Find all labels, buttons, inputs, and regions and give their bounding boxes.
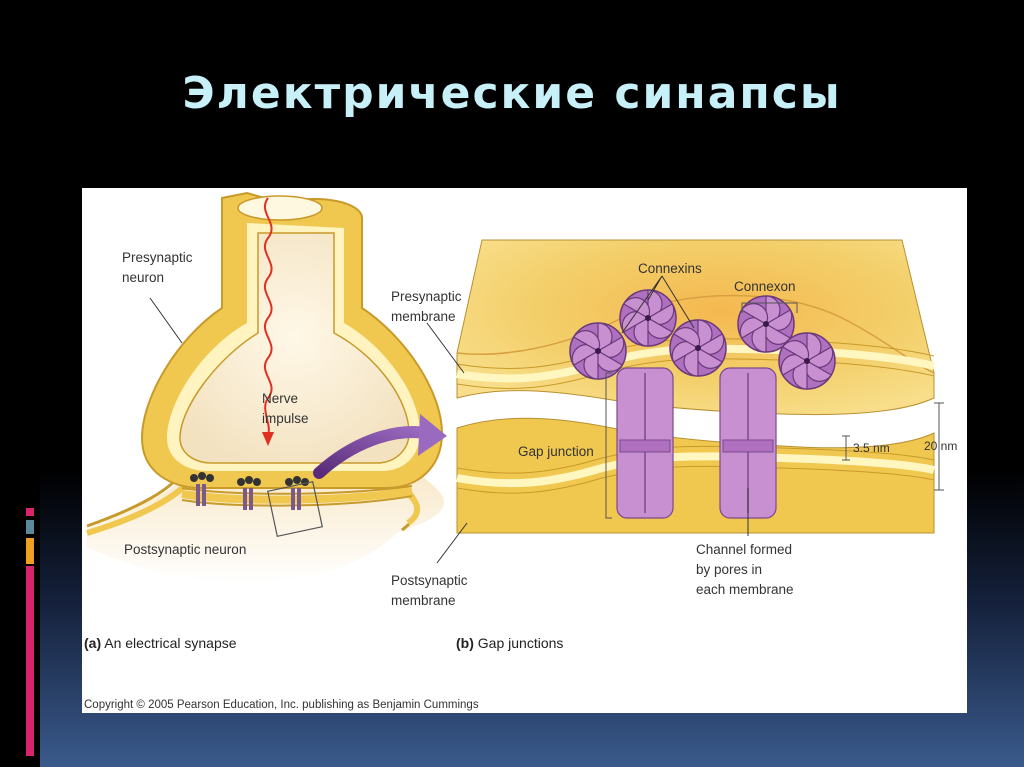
label-presynaptic-membrane-1: Presynaptic xyxy=(391,289,462,304)
gap-junction-bracket xyxy=(605,372,612,519)
label-postsynaptic-neuron: Postsynaptic neuron xyxy=(124,542,246,557)
postsynaptic-membrane-block xyxy=(456,417,935,534)
label-channel-formed-2: by pores in xyxy=(696,562,762,577)
label-connexins: Connexins xyxy=(638,261,702,276)
side-mark-teal xyxy=(26,520,34,534)
copyright: Copyright © 2005 Pearson Education, Inc.… xyxy=(84,699,479,711)
gap-junction-diagram: Presynaptic neuron Nerve impulse Postsyn… xyxy=(84,191,957,711)
connexon-bracket xyxy=(741,302,798,313)
caption-b-text: Gap junctions xyxy=(478,635,564,651)
label-channel-formed-3: each membrane xyxy=(696,582,794,597)
side-mark-pink-top xyxy=(26,508,34,516)
caption-b: (b) Gap junctions xyxy=(456,635,563,651)
gap-bracket xyxy=(842,435,850,461)
diagram-panel: Presynaptic neuron Nerve impulse Postsyn… xyxy=(82,188,967,713)
label-nerve-impulse-2: impulse xyxy=(262,411,309,426)
side-mark-pink-long xyxy=(26,566,34,756)
side-mark-orange xyxy=(26,538,34,564)
channel-pillar-left xyxy=(616,367,674,519)
small-gap-junction-clusters xyxy=(190,472,323,537)
label-presynaptic-neuron-2: neuron xyxy=(122,270,164,285)
zoom-arrowhead xyxy=(418,414,447,456)
label-gap-width: 3.5 nm xyxy=(853,441,890,455)
caption-a: (a) An electrical synapse xyxy=(84,635,237,651)
label-channel-formed-1: Channel formed xyxy=(696,542,792,557)
total-bracket xyxy=(934,402,944,491)
label-presynaptic-membrane-2: membrane xyxy=(391,309,456,324)
label-presynaptic-neuron-1: Presynaptic xyxy=(122,250,193,265)
label-nerve-impulse-1: Nerve xyxy=(262,391,298,406)
caption-a-letter: (a) xyxy=(84,635,101,651)
label-connexon: Connexon xyxy=(734,279,796,294)
label-gap-junction: Gap junction xyxy=(518,444,594,459)
label-postsynaptic-membrane-1: Postsynaptic xyxy=(391,573,468,588)
caption-a-text: An electrical synapse xyxy=(104,635,237,651)
zoom-arrow xyxy=(313,426,433,479)
slide-title: Электрические синапсы xyxy=(182,68,842,119)
zoom-box xyxy=(267,481,323,537)
nerve-impulse-arrow xyxy=(262,197,274,446)
label-postsynaptic-membrane-2: membrane xyxy=(391,593,456,608)
label-total-width: 20 nm xyxy=(924,439,957,453)
caption-b-letter: (b) xyxy=(456,635,474,651)
presynaptic-neuron-shape xyxy=(140,191,444,489)
